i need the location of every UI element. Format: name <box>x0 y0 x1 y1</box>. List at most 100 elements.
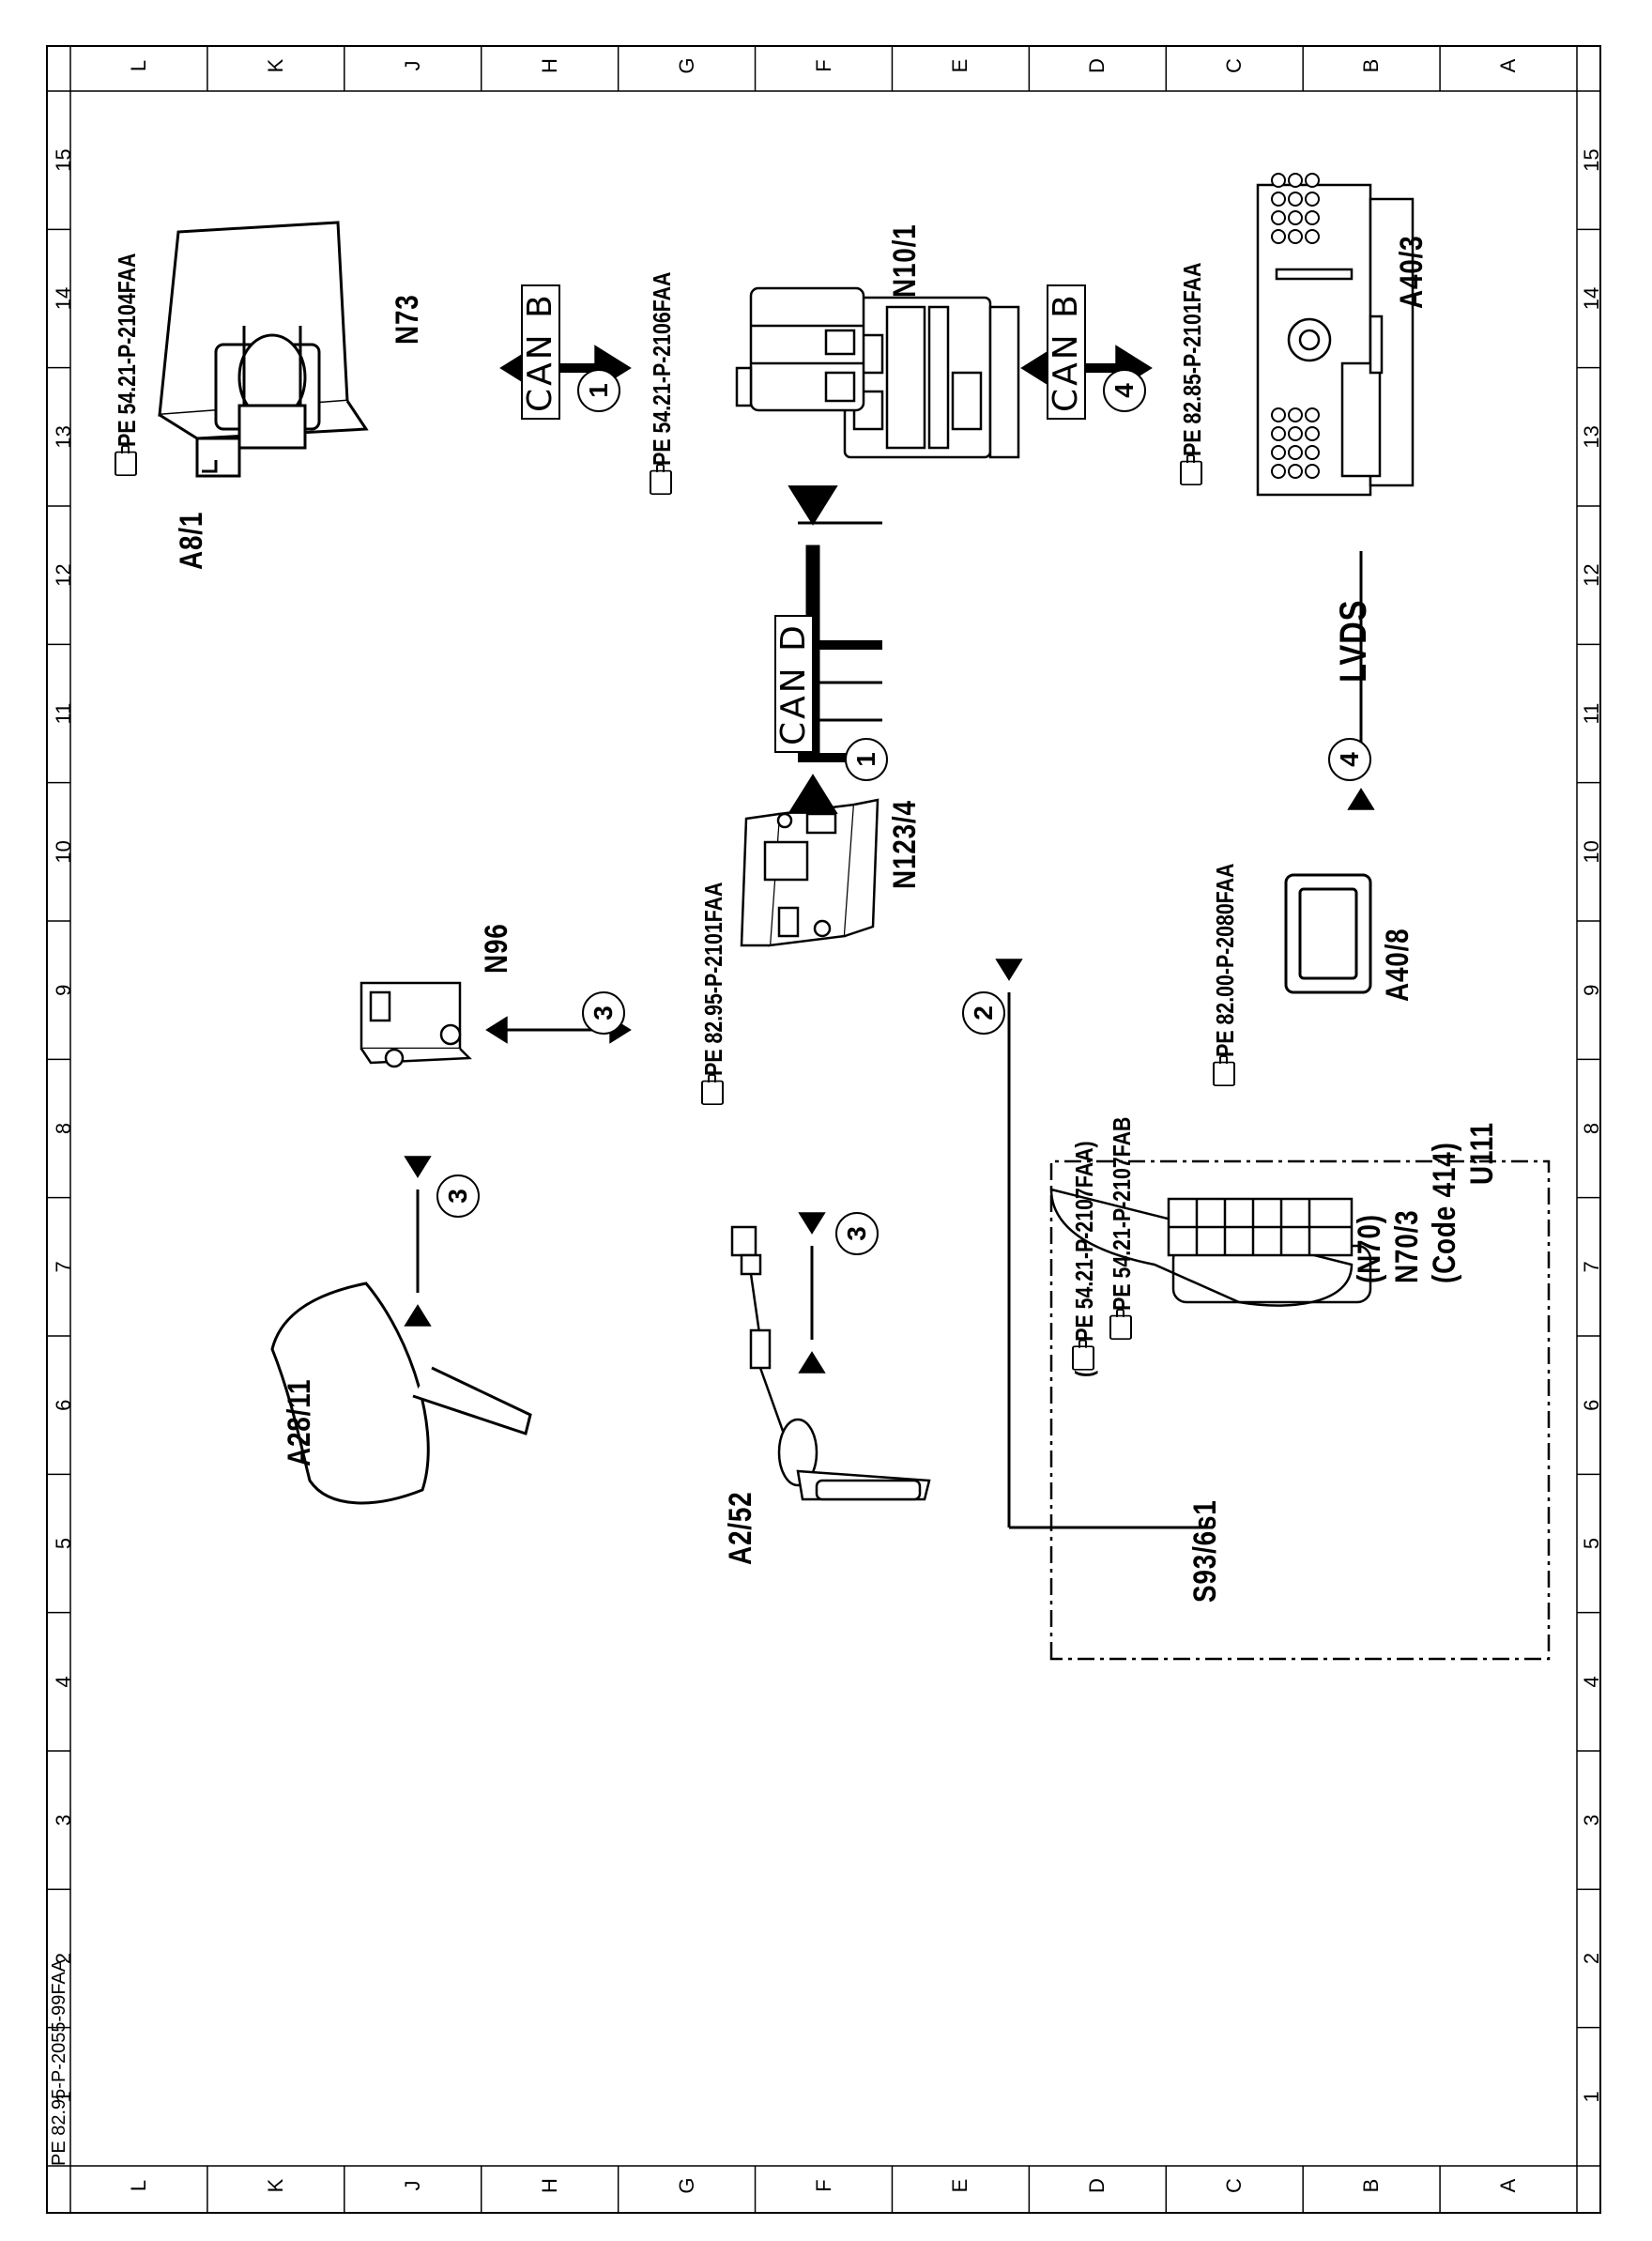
hand-pointer-icon <box>115 451 137 476</box>
grid-column-label: 10 <box>1580 840 1603 864</box>
a40-3-radio-drawing <box>1256 183 1415 497</box>
u111-code: (Code 414) <box>1427 1142 1462 1283</box>
grid-row-label: D <box>1085 2178 1109 2193</box>
grid-column-label: 5 <box>52 1537 75 1550</box>
connection-number-1-can-d: 1 <box>845 738 888 781</box>
radio-button-knob <box>1288 173 1303 188</box>
grid-row-label: F <box>811 2179 835 2192</box>
radio-button-knob <box>1305 445 1320 460</box>
grid-column-label: 13 <box>52 425 75 449</box>
n123-4-module-drawing <box>740 798 880 947</box>
u111-option-boundary <box>1049 1159 1551 1661</box>
n73-label: N73 <box>390 294 425 345</box>
radio-button-knob <box>1305 192 1320 207</box>
grid-column-label: 7 <box>1580 1261 1603 1273</box>
radio-button-knob <box>1271 210 1286 225</box>
s93-6s1-label: S93/6s1 <box>1187 1499 1223 1603</box>
connection-number-3-a2-52: 3 <box>835 1212 879 1255</box>
radio-button-knob <box>1271 229 1286 244</box>
grid-column-label: 7 <box>52 1261 75 1273</box>
hand-pointer-icon <box>1180 460 1202 485</box>
radio-button-knob <box>1305 426 1320 441</box>
grid-row-label: G <box>674 57 698 74</box>
hand-pointer-icon <box>650 469 672 495</box>
n10-1-label: N10/1 <box>887 223 923 298</box>
a40-8-display-drawing <box>1284 873 1372 994</box>
a28-11-antenna-drawing <box>270 1282 532 1505</box>
grid-column-label: 15 <box>1580 148 1603 172</box>
connection-number-1-can-b: 1 <box>577 369 620 412</box>
grid-row-label: D <box>1085 58 1109 73</box>
radio-button-knob <box>1305 173 1320 188</box>
arrowhead <box>1347 788 1375 810</box>
can-d-label: CAN D <box>774 615 814 753</box>
grid-row-label: J <box>400 2180 424 2191</box>
grid-column-label: 4 <box>1580 1676 1603 1688</box>
grid-column-label: 8 <box>1580 1122 1603 1135</box>
a2-52-label: A2/52 <box>723 1491 758 1565</box>
u111-title: U111 <box>1464 1122 1500 1185</box>
grid-row-label: K <box>263 58 287 73</box>
a2-52-antenna-drawing <box>730 1225 931 1501</box>
a8-1-ignition-lock-drawing <box>158 221 369 478</box>
a8-1-ref: PE 54.21-P-2104FAA <box>113 253 142 476</box>
radio-button-knob <box>1288 192 1303 207</box>
n123-4-ref: PE 82.95-P-2101FAA <box>699 883 728 1105</box>
connection-number-2: 2 <box>962 991 1005 1035</box>
n96-module-drawing <box>359 981 472 1068</box>
connection-number-4-can-b: 4 <box>1103 369 1146 412</box>
n70-label: (N70) <box>1352 1214 1387 1283</box>
radio-button-knob <box>1288 210 1303 225</box>
grid-column-label: 6 <box>1580 1399 1603 1411</box>
connection-number-4-lvds: 4 <box>1328 738 1371 781</box>
grid-column-label: 14 <box>1580 286 1603 311</box>
grid-row-label: C <box>1222 2178 1247 2193</box>
n10-1-sam-drawing <box>735 286 1020 459</box>
grid-row-label: B <box>1359 58 1384 73</box>
grid-row-label: B <box>1359 2178 1384 2193</box>
lvds-label: LVDS <box>1333 599 1374 683</box>
u111-ref-1: PE 54.21-P-2107FAB <box>1108 1117 1137 1340</box>
grid-column-label: 1 <box>1580 2091 1603 2103</box>
grid-row-label: J <box>400 60 424 71</box>
grid-row-label: C <box>1222 58 1247 73</box>
radio-button-knob <box>1288 229 1303 244</box>
radio-button-knob <box>1271 445 1286 460</box>
arrowhead <box>798 1351 826 1374</box>
hand-pointer-icon <box>1072 1345 1094 1371</box>
arrowhead <box>404 1304 432 1327</box>
grid-column-label: 11 <box>1580 702 1603 725</box>
radio-button-knob <box>1271 173 1286 188</box>
grid-column-label: 12 <box>1580 563 1603 587</box>
grid-row-label: A <box>1496 58 1521 73</box>
connection-number-3-a28-11: 3 <box>436 1174 480 1218</box>
radio-button-knob <box>1305 407 1320 422</box>
a40-8-label: A40/8 <box>1380 928 1415 1002</box>
document-id: PE 82.95-P-2055-99FAA <box>49 1958 69 2166</box>
connection-number-3-n96: 3 <box>582 991 625 1035</box>
a8-1-label: A8/1 <box>174 511 209 570</box>
radio-button-knob <box>1288 407 1303 422</box>
radio-button-knob <box>1271 464 1286 479</box>
grid-row-label: F <box>811 59 835 72</box>
radio-button-knob <box>1288 464 1303 479</box>
n123-4-label: N123/4 <box>887 800 923 889</box>
n96-label: N96 <box>479 923 514 974</box>
radio-button-knob <box>1305 210 1320 225</box>
arrowhead <box>404 1156 432 1178</box>
radio-button-knob <box>1305 464 1320 479</box>
radio-button-knob <box>1271 426 1286 441</box>
grid-row-label: E <box>948 2178 972 2193</box>
radio-button-knob <box>1271 192 1286 207</box>
radio-button-knob <box>1305 229 1320 244</box>
radio-button-knob <box>1271 407 1286 422</box>
hand-pointer-icon <box>701 1080 724 1105</box>
grid-column-label: 6 <box>52 1399 75 1411</box>
arrowhead <box>995 959 1023 981</box>
a28-11-label: A28/11 <box>282 1378 317 1466</box>
n70-3-overhead-panel-drawing <box>1049 1188 1372 1307</box>
grid-column-label: 2 <box>1580 1952 1603 1965</box>
grid-column-label: 11 <box>52 702 75 725</box>
can-b-left-label: CAN B <box>521 284 560 420</box>
